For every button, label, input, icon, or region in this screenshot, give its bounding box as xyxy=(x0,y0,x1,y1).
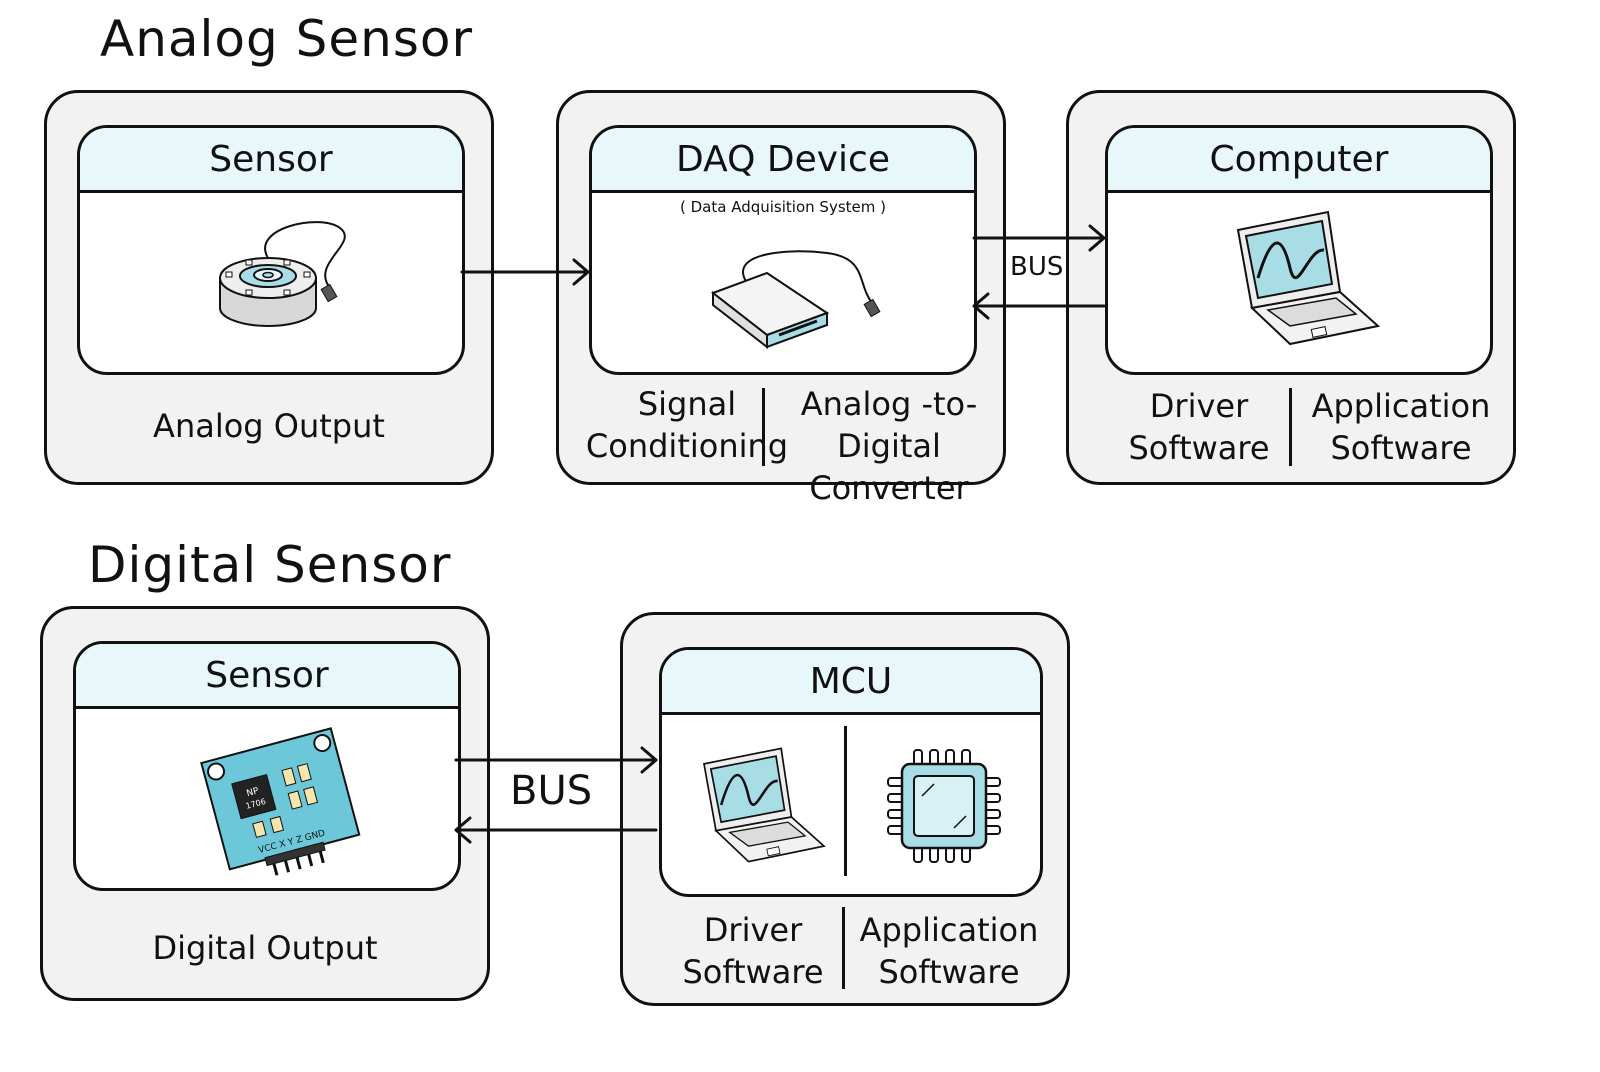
load-cell-sensor-icon xyxy=(219,221,346,327)
mcu-driver-software-label: Driver Software xyxy=(682,911,824,991)
chip-text-1: NP xyxy=(246,786,261,799)
computer-panel: Computer Driver Software Application Sof… xyxy=(1066,90,1516,485)
adc-label: Analog -to- Digital Converter xyxy=(800,385,978,507)
daq-panel: DAQ Device ( Data Adquisition System ) S… xyxy=(556,90,1006,507)
daq-device-icon xyxy=(710,250,881,350)
analog-output-label: Analog Output xyxy=(153,407,385,445)
analog-bus-label: BUS xyxy=(1010,252,1064,282)
digital-output-label: Digital Output xyxy=(152,929,378,967)
analog-sensor-card: Sensor xyxy=(77,125,465,375)
daq-header: DAQ Device xyxy=(592,128,974,193)
analog-section-title: Analog Sensor xyxy=(100,10,474,68)
digital-section-title: Digital Sensor xyxy=(88,536,452,594)
mcu-header: MCU xyxy=(662,650,1040,715)
analog-sensor-header: Sensor xyxy=(80,128,462,193)
daq-divider xyxy=(762,388,765,466)
computer-driver-software-label: Driver Software xyxy=(1128,387,1270,467)
digital-sensor-panel: Sensor NP 1706 VCC X Y Z GND xyxy=(40,606,490,1001)
mcu-application-software-label: Application Software xyxy=(859,911,1039,991)
computer-divider xyxy=(1289,388,1292,466)
digital-sensor-card: Sensor NP 1706 VCC X Y Z GND xyxy=(73,641,461,891)
mcu-laptop-icon xyxy=(703,747,826,863)
computer-application-software-label: Application Software xyxy=(1311,387,1491,467)
daq-subtitle: ( Data Adquisition System ) xyxy=(680,198,886,216)
mcu-panel: MCU Driver Software Application Software xyxy=(620,612,1070,1006)
digital-sensor-header: Sensor xyxy=(76,644,458,709)
computer-header: Computer xyxy=(1108,128,1490,193)
mcu-inner-divider xyxy=(844,726,847,876)
digital-bus-label: BUS xyxy=(510,768,593,814)
daq-card: DAQ Device ( Data Adquisition System ) xyxy=(589,125,977,375)
laptop-icon xyxy=(1236,210,1381,346)
analog-sensor-panel: Sensor Analog Output xyxy=(44,90,494,485)
computer-card: Computer xyxy=(1105,125,1493,375)
sensor-board-icon: NP 1706 VCC X Y Z GND xyxy=(200,727,361,876)
microchip-icon xyxy=(887,749,1001,863)
signal-conditioning-label: Signal Conditioning xyxy=(585,385,789,465)
mcu-card: MCU xyxy=(659,647,1043,897)
mcu-divider xyxy=(842,907,845,989)
